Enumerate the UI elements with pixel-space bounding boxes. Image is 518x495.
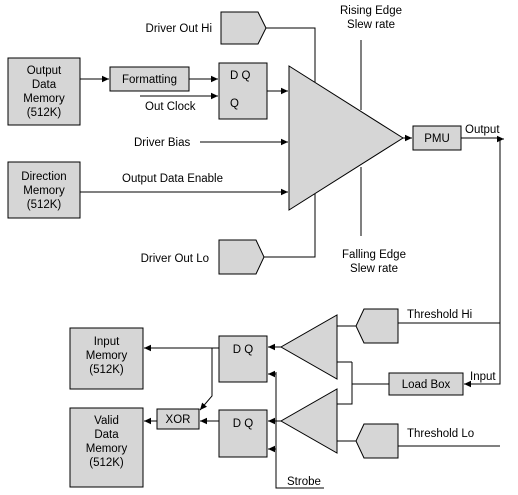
xor-block: XOR — [156, 408, 200, 430]
threshold-lo-label: Threshold Lo — [407, 428, 474, 440]
output-data-memory-line-2: Data — [32, 79, 57, 91]
output-data-memory-line-1: Output — [27, 65, 62, 77]
falling-edge-label-1: Falling Edge — [342, 249, 406, 261]
direction-memory-line-3: (512K) — [27, 199, 62, 211]
xor-label: XOR — [166, 414, 191, 426]
wire-input-bus-lo — [337, 384, 353, 405]
threshold-hi-label: Threshold Hi — [407, 309, 472, 321]
driver-out-hi-label: Driver Out Hi — [146, 23, 212, 35]
load-box-label: Load Box — [402, 379, 451, 391]
threshold-hi-connector: Threshold Hi — [355, 308, 472, 344]
dq-flipflop-input-lo: D Q — [218, 409, 268, 458]
dq-output-d-q-label: D Q — [230, 70, 251, 82]
wire-dq-hi-to-xor — [199, 348, 213, 411]
input-memory-line-2: Memory — [86, 350, 128, 362]
dq-input-lo-label: D Q — [233, 418, 254, 430]
strobe-label: Strobe — [287, 476, 321, 488]
formatting-label: Formatting — [122, 74, 177, 86]
rising-edge-label-2: Slew rate — [347, 19, 395, 31]
comparator-hi — [279, 314, 338, 380]
comparator-lo — [279, 388, 338, 454]
wire-strobe — [275, 372, 324, 489]
input-memory-block: Input Memory (512K) — [69, 327, 144, 390]
out-clock-label: Out Clock — [145, 101, 196, 113]
wire-pin-to-load-box — [464, 139, 501, 388]
valid-data-memory-line-2: Data — [94, 429, 119, 441]
wire-load-box-to-comparators — [351, 362, 389, 385]
driver-out-hi-connector: Driver Out Hi — [146, 11, 267, 45]
input-memory-line-1: Input — [94, 336, 120, 348]
input-memory-line-3: (512K) — [89, 364, 124, 376]
output-data-enable-label: Output Data Enable — [122, 173, 223, 185]
formatting-block: Formatting — [109, 66, 190, 92]
dq-flipflop-output: D Q Q — [218, 62, 268, 120]
wire-driver-out-lo — [264, 194, 316, 258]
direction-memory-line-2: Memory — [23, 185, 65, 197]
driver-amplifier — [288, 65, 404, 211]
direction-memory-block: Direction Memory (512K) — [7, 161, 81, 219]
output-data-memory-block: Output Data Memory (512K) — [7, 57, 81, 126]
dq-flipflop-input-hi: D Q — [218, 335, 268, 383]
driver-out-lo-label: Driver Out Lo — [141, 253, 209, 265]
valid-data-memory-line-1: Valid — [94, 415, 119, 427]
driver-bias-label: Driver Bias — [134, 137, 190, 149]
pmu-block: PMU — [412, 125, 462, 151]
output-label: Output — [465, 124, 500, 136]
falling-edge-label-2: Slew rate — [350, 263, 398, 275]
pmu-label: PMU — [424, 133, 450, 145]
dq-input-hi-label: D Q — [233, 344, 254, 356]
valid-data-memory-line-3: Memory — [86, 443, 128, 455]
valid-data-memory-block: Valid Data Memory (512K) — [69, 407, 144, 488]
driver-out-lo-connector: Driver Out Lo — [141, 239, 265, 275]
wire-pmu-output — [461, 135, 504, 143]
input-label: Input — [470, 371, 496, 383]
threshold-lo-connector: Threshold Lo — [355, 423, 474, 459]
load-box-block: Load Box — [388, 372, 464, 396]
direction-memory-line-1: Direction — [21, 171, 66, 183]
rising-edge-label-1: Rising Edge — [340, 5, 402, 17]
dq-output-qbar-label: Q — [230, 98, 239, 110]
output-data-memory-line-3: Memory — [23, 93, 65, 105]
wire-driver-out-hi — [266, 27, 316, 82]
output-data-memory-line-4: (512K) — [27, 107, 62, 119]
valid-data-memory-line-4: (512K) — [89, 457, 124, 469]
